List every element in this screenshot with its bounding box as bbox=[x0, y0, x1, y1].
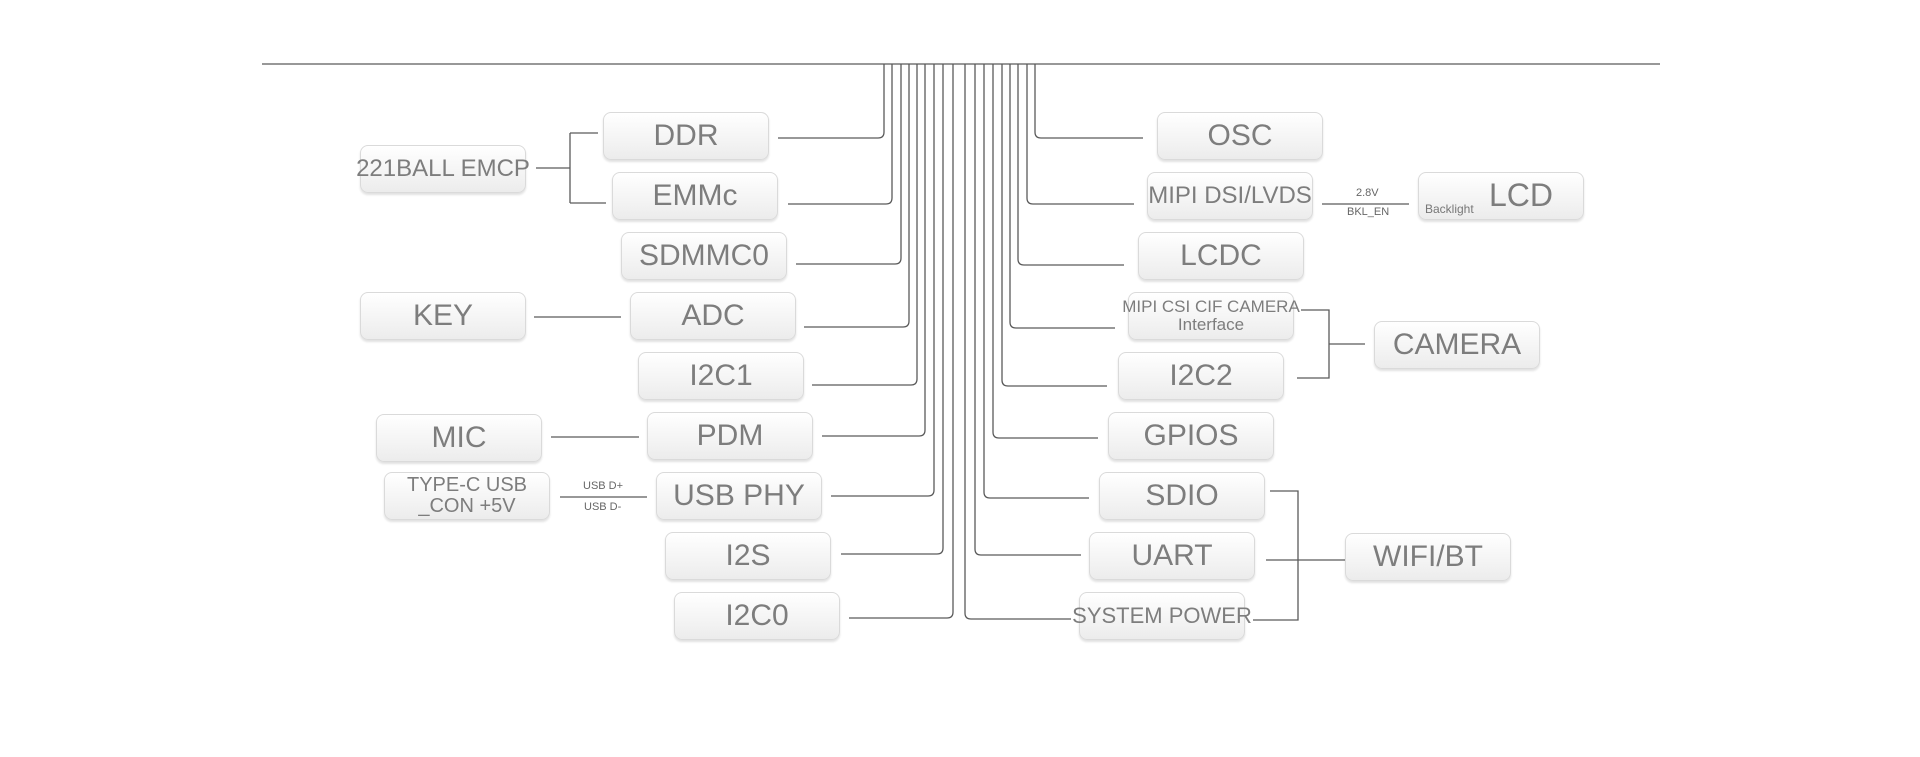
i2s-box: I2S bbox=[665, 532, 831, 580]
mipi-csi-connector bbox=[1009, 64, 1115, 329]
emcp-box: 221BALL EMCP bbox=[356, 145, 530, 193]
camera-branch bbox=[1297, 309, 1365, 379]
i2c2-label: I2C2 bbox=[1169, 359, 1233, 393]
mic-label: MIC bbox=[431, 421, 487, 455]
sdmmc0-label: SDMMC0 bbox=[638, 239, 769, 273]
gpios-connector bbox=[992, 64, 1098, 439]
camera-label: CAMERA bbox=[1392, 328, 1522, 362]
adc-connector bbox=[804, 64, 910, 328]
ddr-label: DDR bbox=[653, 119, 719, 153]
key-box: KEY bbox=[360, 292, 526, 340]
osc-connector bbox=[1034, 64, 1143, 139]
lcd-label: LCD bbox=[1488, 177, 1553, 214]
backlight-label: Backlight bbox=[1425, 202, 1474, 217]
emcp-branch bbox=[536, 132, 606, 204]
lcdc-box: LCDC bbox=[1138, 232, 1304, 280]
ddr-box: DDR bbox=[603, 112, 769, 160]
sdio-box: SDIO bbox=[1099, 472, 1265, 520]
usb-phy-label: USB PHY bbox=[673, 479, 805, 513]
i2c2-box: I2C2 bbox=[1118, 352, 1284, 400]
typec-box: TYPE-C USB _CON +5V bbox=[384, 472, 550, 520]
system-power-connector bbox=[964, 64, 1071, 620]
sdmmc0-connector bbox=[796, 64, 902, 265]
typec-label-line2: _CON +5V bbox=[418, 495, 516, 517]
sdio-label: SDIO bbox=[1145, 479, 1219, 513]
sdmmc0-box: SDMMC0 bbox=[621, 232, 787, 280]
mic-box: MIC bbox=[376, 414, 542, 462]
usb-dp-annotation: USB D+ bbox=[583, 480, 624, 492]
camera-box: CAMERA bbox=[1374, 321, 1540, 369]
mipi-csi-box: MIPI CSI CIF CAMERA Interface bbox=[1122, 292, 1300, 340]
v28-annotation: 2.8V bbox=[1356, 187, 1379, 199]
wifi-bt-label: WIFI/BT bbox=[1373, 540, 1483, 574]
wifi-branch bbox=[1253, 490, 1345, 621]
usb-dm-annotation: USB D- bbox=[584, 501, 622, 513]
i2c1-label: I2C1 bbox=[689, 359, 753, 393]
wifi-bt-box: WIFI/BT bbox=[1345, 533, 1511, 581]
lcdc-connector bbox=[1017, 64, 1124, 266]
system-power-box: SYSTEM POWER bbox=[1072, 592, 1252, 640]
osc-label: OSC bbox=[1207, 119, 1273, 153]
ddr-connector bbox=[778, 64, 885, 139]
gpios-label: GPIOS bbox=[1143, 419, 1239, 453]
lcd-box: Backlight LCD bbox=[1418, 172, 1584, 220]
typec-label-line1: TYPE-C USB bbox=[406, 474, 528, 496]
uart-connector bbox=[974, 64, 1081, 556]
i2s-label: I2S bbox=[725, 539, 771, 573]
i2c0-label: I2C0 bbox=[725, 599, 789, 633]
i2c1-connector bbox=[812, 64, 918, 386]
emmc-box: EMMc bbox=[612, 172, 778, 220]
i2c1-box: I2C1 bbox=[638, 352, 804, 400]
usb-phy-box: USB PHY bbox=[656, 472, 822, 520]
mipi-dsi-label: MIPI DSI/LVDS bbox=[1148, 182, 1312, 210]
pdm-connector bbox=[822, 64, 926, 437]
bkl-en-annotation: BKL_EN bbox=[1347, 206, 1390, 218]
emcp-label: 221BALL EMCP bbox=[356, 155, 530, 183]
i2c0-box: I2C0 bbox=[674, 592, 840, 640]
mipi-dsi-box: MIPI DSI/LVDS bbox=[1147, 172, 1313, 220]
mipi-csi-label-line1: MIPI CSI CIF CAMERA bbox=[1122, 297, 1300, 317]
adc-label: ADC bbox=[681, 299, 745, 333]
gpios-box: GPIOS bbox=[1108, 412, 1274, 460]
adc-box: ADC bbox=[630, 292, 796, 340]
mipi-csi-label-line2: Interface bbox=[1177, 315, 1245, 334]
key-label: KEY bbox=[412, 299, 474, 333]
i2c0-connector bbox=[849, 64, 954, 619]
usb-phy-connector bbox=[831, 64, 935, 497]
i2c2-connector bbox=[1001, 64, 1107, 387]
mipi-dsi-connector bbox=[1026, 64, 1134, 205]
lcdc-label: LCDC bbox=[1180, 239, 1262, 273]
uart-label: UART bbox=[1131, 539, 1213, 573]
uart-box: UART bbox=[1089, 532, 1255, 580]
sdio-connector bbox=[983, 64, 1089, 499]
pdm-label: PDM bbox=[696, 419, 764, 453]
system-power-label: SYSTEM POWER bbox=[1072, 603, 1252, 629]
pdm-box: PDM bbox=[647, 412, 813, 460]
i2s-connector bbox=[841, 64, 944, 555]
emmc-connector bbox=[788, 64, 893, 205]
emmc-label: EMMc bbox=[652, 179, 738, 213]
osc-box: OSC bbox=[1157, 112, 1323, 160]
